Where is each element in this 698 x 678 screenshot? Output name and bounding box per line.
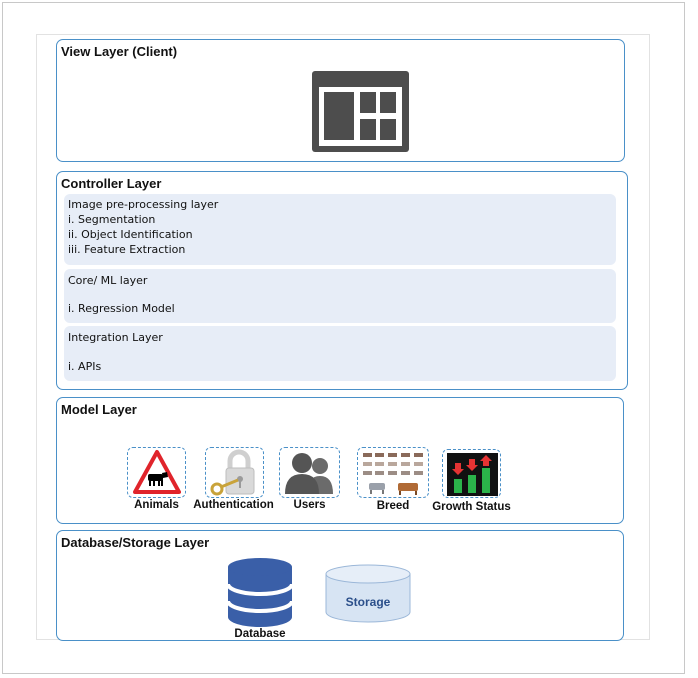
view-layer: View Layer (Client)	[56, 39, 625, 162]
growth-status-label: Growth Status	[432, 501, 511, 513]
users-label: Users	[293, 499, 326, 511]
preprocessing-section: Image pre-processing layer i. Segmentati…	[64, 194, 616, 265]
animals-component	[127, 447, 186, 498]
window-dashboard-icon	[312, 71, 409, 152]
database-label: Database	[234, 628, 286, 640]
breed-label: Breed	[376, 500, 410, 512]
model-layer-title: Model Layer	[61, 402, 137, 417]
storage-label: Storage	[345, 595, 391, 609]
integration-title: Integration Layer	[68, 331, 163, 344]
preprocessing-item: iii. Feature Extraction	[68, 243, 186, 256]
animals-label: Animals	[134, 499, 179, 511]
users-component	[279, 447, 340, 498]
growth-chart-icon	[447, 453, 498, 496]
authentication-component	[205, 447, 264, 498]
ml-title: Core/ ML layer	[68, 274, 148, 287]
animal-warning-sign-icon	[133, 450, 181, 494]
livestock-breeds-icon	[363, 453, 423, 495]
preprocessing-title: Image pre-processing layer	[68, 198, 219, 211]
integration-item: i. APIs	[68, 360, 102, 373]
view-layer-title: View Layer (Client)	[61, 44, 178, 59]
padlock-key-icon	[210, 449, 255, 496]
users-icon	[285, 453, 333, 494]
controller-layer-title: Controller Layer	[61, 176, 162, 191]
preprocessing-item: ii. Object Identification	[68, 228, 193, 241]
authentication-label: Authentication	[193, 499, 274, 511]
preprocessing-item: i. Segmentation	[68, 213, 156, 226]
integration-section: Integration Layer i. APIs	[64, 326, 616, 381]
ml-item: i. Regression Model	[68, 302, 175, 315]
storage-layer-title: Database/Storage Layer	[61, 535, 210, 550]
storage-cylinder-icon	[325, 564, 411, 623]
database-icon	[226, 558, 294, 627]
ml-section: Core/ ML layer i. Regression Model	[64, 269, 616, 323]
growth-status-component	[442, 449, 501, 498]
breed-component	[357, 447, 429, 498]
page-frame	[2, 2, 685, 674]
